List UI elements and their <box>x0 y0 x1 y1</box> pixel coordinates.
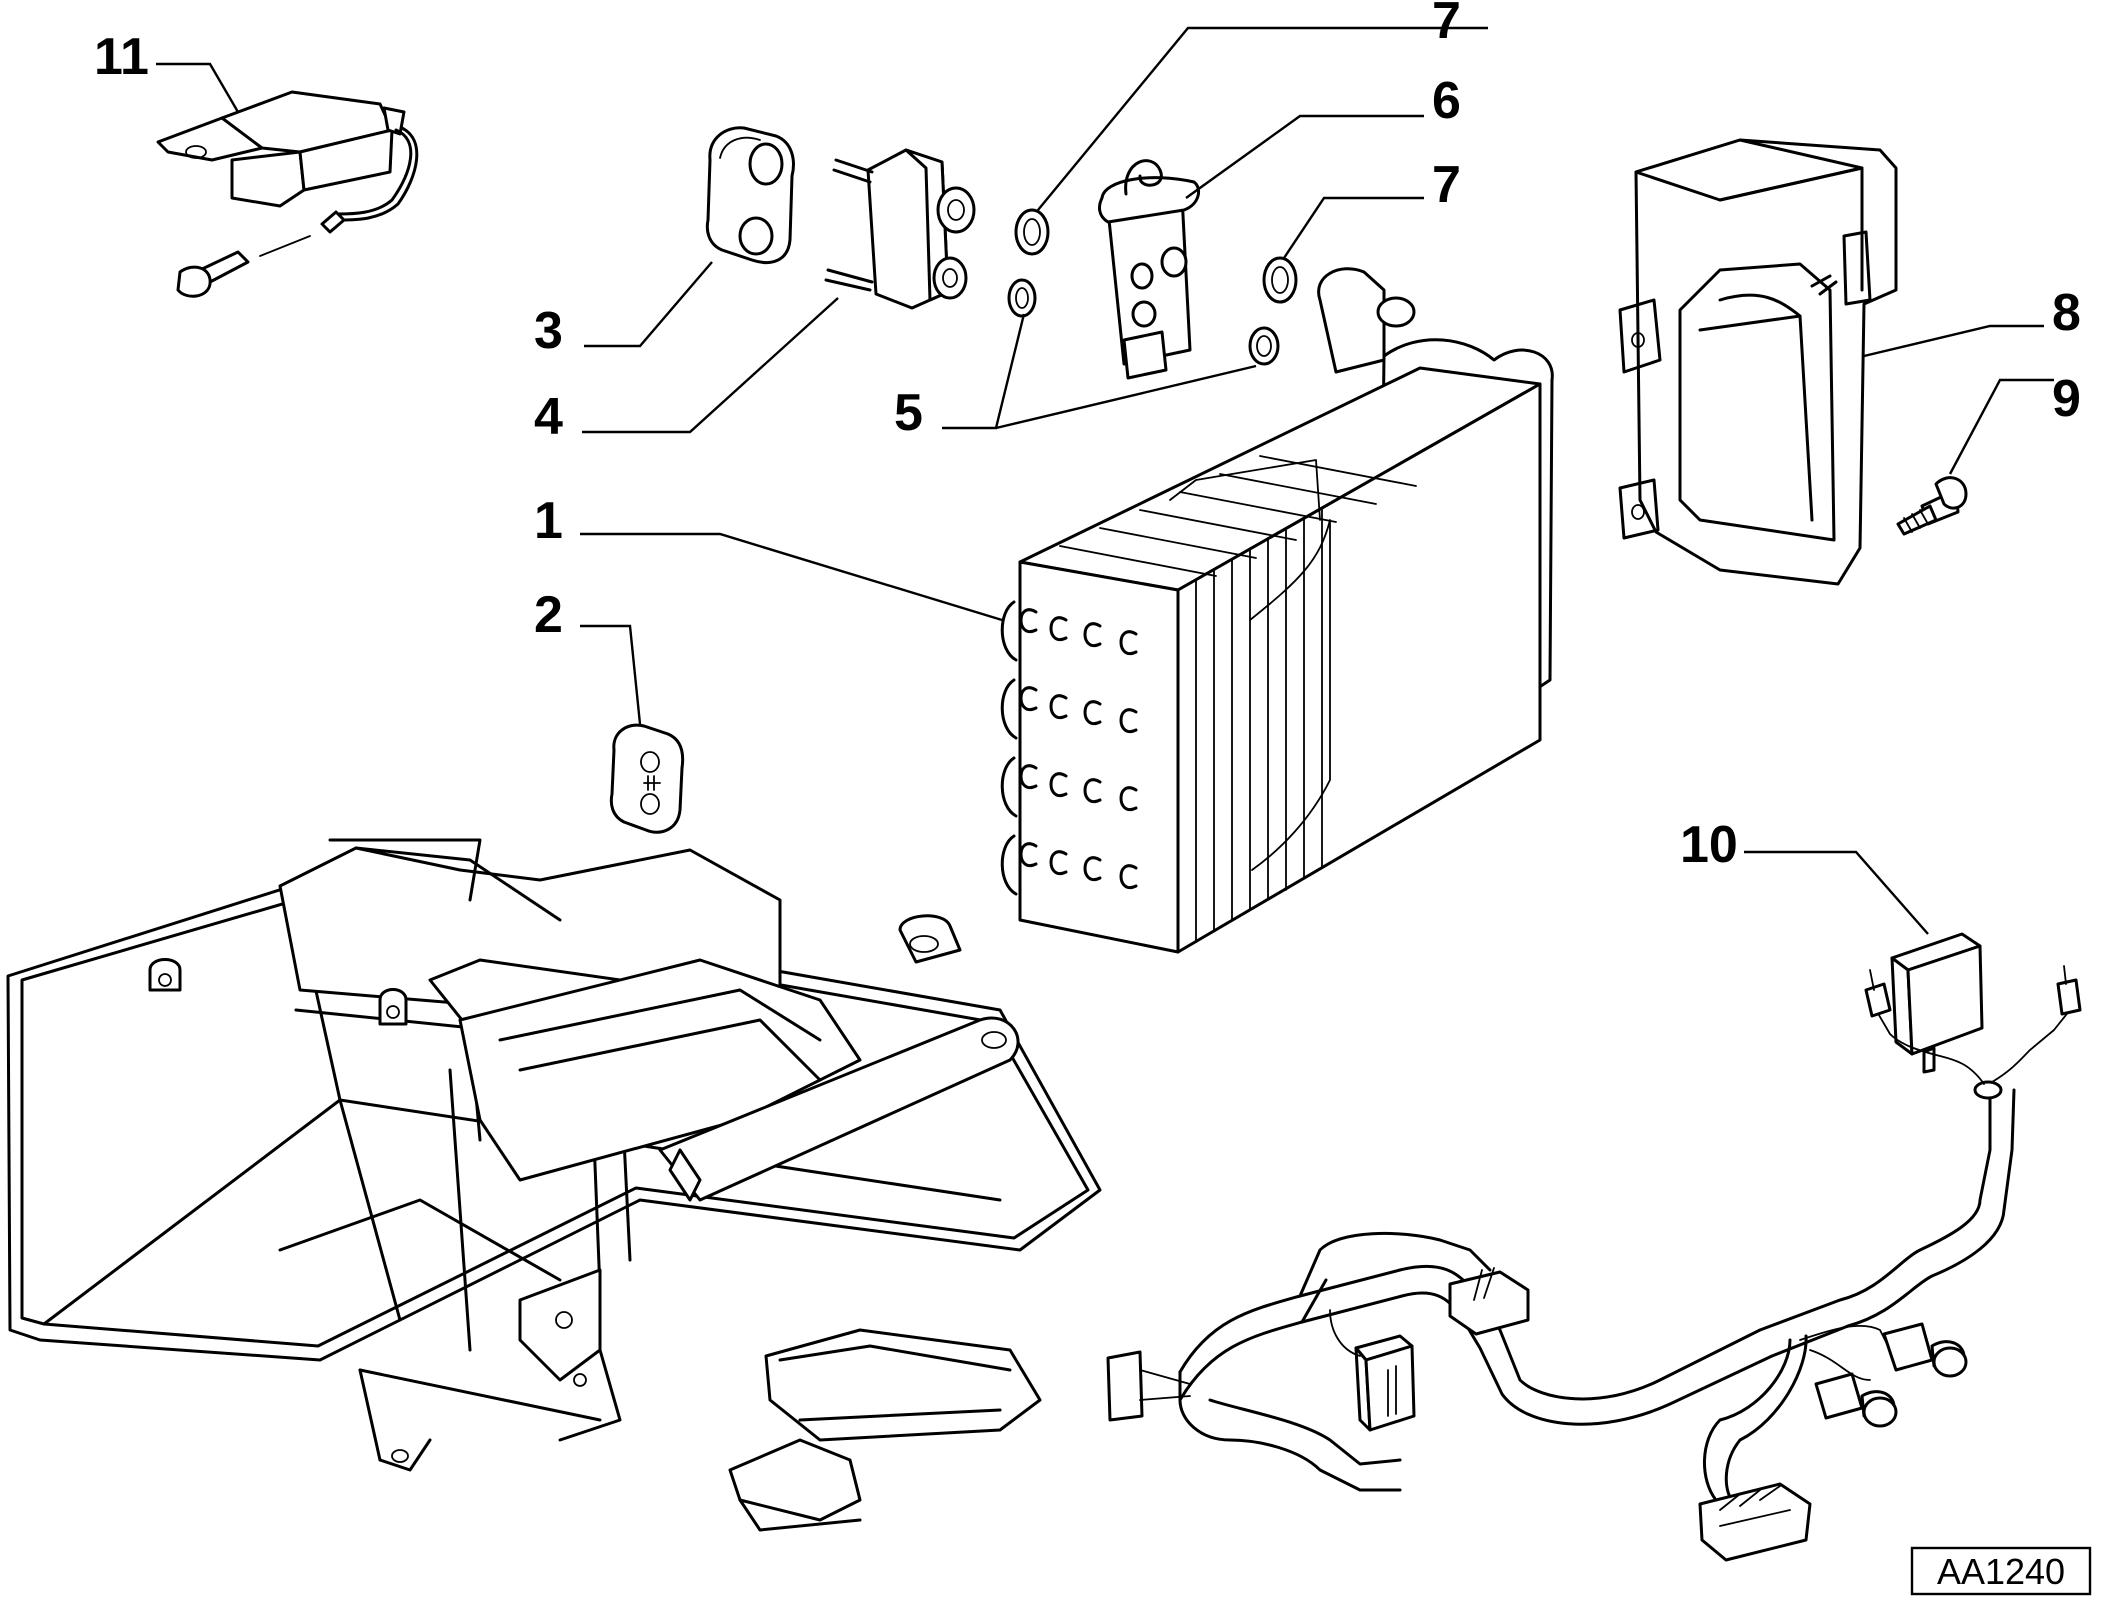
part-5-oring-right <box>1248 326 1280 366</box>
wiring-harness <box>1106 965 2082 1562</box>
part-10-relay <box>1890 932 1984 1074</box>
callout-7-right: 7 <box>1432 156 1461 214</box>
part-6-expansion-valve <box>1098 159 1201 380</box>
part-7-oring-upper-left <box>1014 208 1050 256</box>
callout-11: 11 <box>94 28 149 86</box>
part-4-fitting <box>824 148 976 310</box>
callout-7-top: 7 <box>1432 0 1461 50</box>
part-8-housing-cover <box>1618 138 1898 586</box>
drawing-code: AA1240 <box>1937 1551 2065 1592</box>
callout-3: 3 <box>534 302 563 360</box>
part-9-screw <box>1896 476 1968 536</box>
callout-8: 8 <box>2052 284 2081 342</box>
part-7-oring-right <box>1262 256 1298 304</box>
callout-labels: 11 3 4 7 6 7 5 1 2 8 9 10 <box>94 0 2081 874</box>
callout-4: 4 <box>534 388 563 446</box>
part-3-grommet <box>705 126 795 264</box>
callout-6: 6 <box>1432 72 1461 130</box>
part-2-grommet <box>609 723 685 834</box>
part-11-sensor <box>156 90 419 298</box>
callout-1: 1 <box>534 492 563 550</box>
ac-housing-box <box>6 838 1102 1532</box>
part-5-oring-left <box>1007 278 1037 318</box>
drawing-code-box: AA1240 <box>1910 1546 2092 1596</box>
leader-lines <box>156 26 2054 935</box>
callout-9: 9 <box>2052 370 2081 428</box>
callout-5: 5 <box>894 384 923 442</box>
part-1-evaporator <box>1000 267 1554 954</box>
callout-2: 2 <box>534 586 563 644</box>
callout-10: 10 <box>1680 816 1738 874</box>
